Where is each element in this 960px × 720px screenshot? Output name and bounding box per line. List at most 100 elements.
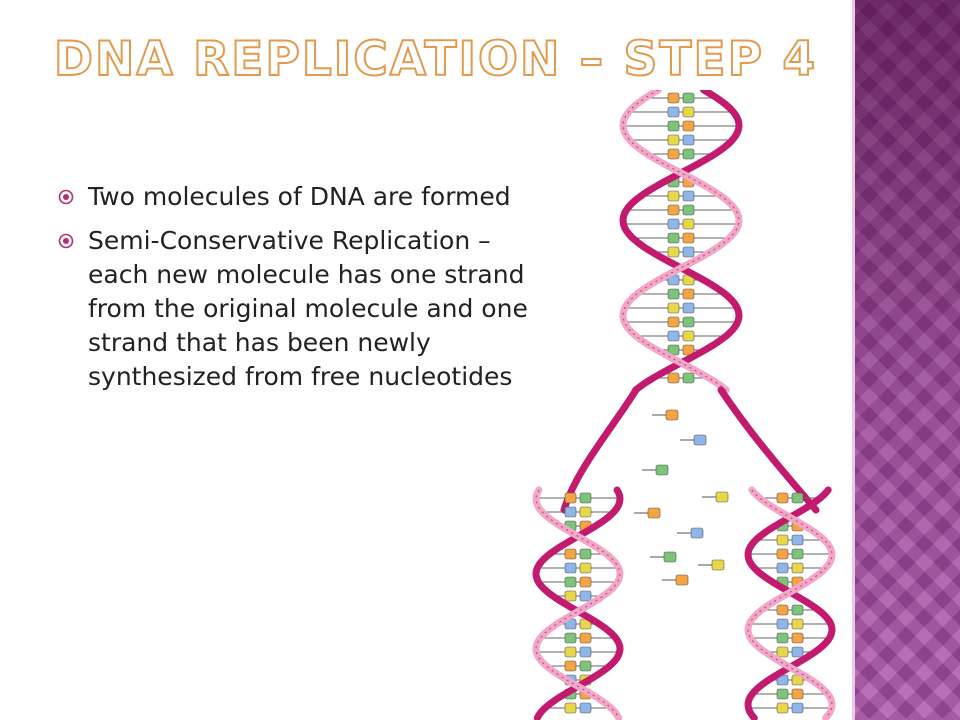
dna-backbone-strand [532, 486, 624, 720]
nucleotide-base [579, 548, 592, 560]
nucleotide-base [667, 134, 680, 146]
nucleotide-base [791, 618, 804, 630]
nucleotide-base [682, 148, 695, 160]
nucleotide-base [682, 92, 695, 104]
nucleotide-base [682, 120, 695, 132]
free-nucleotide [663, 551, 677, 563]
free-nucleotide [711, 559, 725, 571]
separating-strand [717, 386, 820, 514]
free-nucleotide [655, 464, 669, 476]
dna-backbone-strand [532, 486, 624, 720]
bullet-item: Semi-Conservative Replication – each new… [58, 224, 538, 394]
nucleotide-base [776, 646, 789, 658]
nucleotide-base [564, 590, 577, 602]
free-nucleotide [715, 491, 729, 503]
nucleotide-base [667, 302, 680, 314]
dna-backbone-strand [619, 90, 743, 394]
nucleotide-base [776, 534, 789, 546]
nucleotide-base [667, 344, 680, 356]
free-nucleotide [647, 507, 661, 519]
nucleotide-base [682, 330, 695, 342]
bullet-text: Two molecules of DNA are formed [88, 182, 511, 211]
nucleotide-base [564, 576, 577, 588]
dna-backbone-detail [535, 489, 621, 719]
dna-replication-illustration [532, 90, 836, 720]
nucleotide-base [682, 302, 695, 314]
nucleotide-base [667, 120, 680, 132]
nucleotide-base [791, 688, 804, 700]
bullet-target-icon [58, 224, 88, 258]
nucleotide-base [682, 316, 695, 328]
slide-title: DNA Replication – Step 4 [53, 31, 818, 88]
decorative-side-panel [852, 0, 960, 720]
nucleotide-base [667, 218, 680, 230]
nucleotide-base [564, 492, 577, 504]
nucleotide-base [791, 604, 804, 616]
nucleotide-base [564, 660, 577, 672]
nucleotide-base [667, 288, 680, 300]
daughter-dna-helix-left [532, 486, 624, 720]
nucleotide-base [667, 232, 680, 244]
nucleotide-base [579, 492, 592, 504]
replication-fork [560, 386, 820, 514]
bullet-item: Two molecules of DNA are formed [58, 180, 538, 214]
free-nucleotide [693, 434, 707, 446]
nucleotide-base [682, 344, 695, 356]
nucleotide-base [776, 562, 789, 574]
nucleotide-base [564, 632, 577, 644]
nucleotide-base [579, 562, 592, 574]
nucleotide-base [682, 204, 695, 216]
nucleotide-base [667, 330, 680, 342]
nucleotide-base [682, 372, 695, 384]
dna-backbone-detail [747, 489, 833, 719]
nucleotide-base [579, 632, 592, 644]
nucleotide-base [667, 246, 680, 258]
side-panel-edge [852, 0, 855, 720]
free-nucleotide [675, 574, 689, 586]
nucleotide-base [667, 204, 680, 216]
nucleotide-base [682, 246, 695, 258]
nucleotide-base [791, 646, 804, 658]
nucleotide-base [682, 288, 695, 300]
nucleotide-base [579, 506, 592, 518]
separating-strand [560, 386, 640, 514]
nucleotide-base [564, 562, 577, 574]
nucleotide-base [579, 660, 592, 672]
nucleotide-base [667, 190, 680, 202]
nucleotide-base [579, 576, 592, 588]
nucleotide-base [791, 492, 804, 504]
daughter-dna-helix-right [744, 486, 836, 720]
free-nucleotides [634, 409, 729, 586]
nucleotide-base [667, 106, 680, 118]
nucleotide-base [776, 618, 789, 630]
nucleotide-base [579, 590, 592, 602]
bullet-list: Two molecules of DNA are formed Semi-Con… [58, 180, 538, 404]
nucleotide-base [776, 702, 789, 714]
nucleotide-base [776, 604, 789, 616]
nucleotide-base [564, 646, 577, 658]
free-nucleotide [690, 527, 704, 539]
bullet-text: Semi-Conservative Replication – each new… [88, 226, 528, 391]
parent-dna-helix [619, 90, 743, 394]
nucleotide-base [791, 562, 804, 574]
dna-backbone-strand [619, 90, 743, 394]
nucleotide-base [564, 548, 577, 560]
nucleotide-base [791, 632, 804, 644]
nucleotide-base [682, 106, 695, 118]
nucleotide-base [776, 688, 789, 700]
nucleotide-base [667, 372, 680, 384]
free-nucleotide [665, 409, 679, 421]
nucleotide-base [791, 702, 804, 714]
nucleotide-base [564, 506, 577, 518]
nucleotide-base [791, 548, 804, 560]
nucleotide-base [667, 148, 680, 160]
nucleotide-base [776, 548, 789, 560]
nucleotide-base [791, 534, 804, 546]
nucleotide-base [667, 316, 680, 328]
dna-backbone-detail [622, 90, 740, 391]
nucleotide-base [564, 702, 577, 714]
nucleotide-base [682, 218, 695, 230]
nucleotide-base [579, 702, 592, 714]
nucleotide-base [682, 134, 695, 146]
